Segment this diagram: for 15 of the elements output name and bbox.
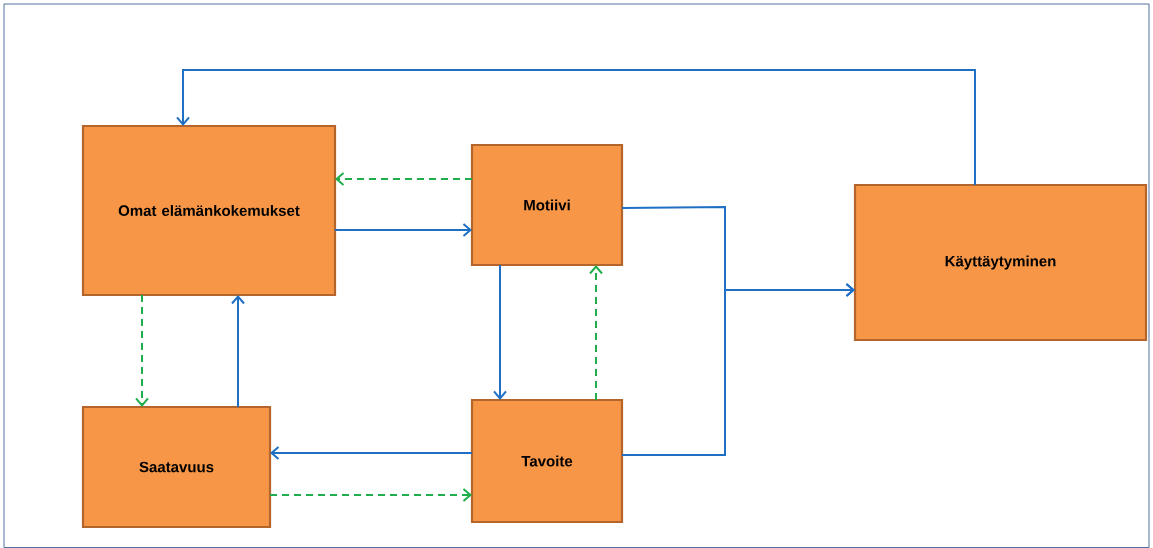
arrow: [621, 283, 855, 456]
process-box: Käyttäytyminen: [853, 183, 1148, 342]
arrow: [135, 294, 149, 407]
process-box: Motiivi: [470, 143, 624, 267]
arrow: [270, 446, 473, 460]
arrow: [335, 172, 473, 186]
process-box: Omat elämänkokemukset: [81, 124, 337, 297]
process-box: Saatavuus: [81, 405, 272, 529]
arrow: [589, 265, 603, 401]
arrow: [231, 295, 245, 408]
arrow: [493, 264, 507, 400]
process-box: Tavoite: [470, 398, 624, 524]
arrow: [269, 488, 472, 502]
arrow: [176, 69, 976, 186]
arrow: [334, 223, 472, 237]
